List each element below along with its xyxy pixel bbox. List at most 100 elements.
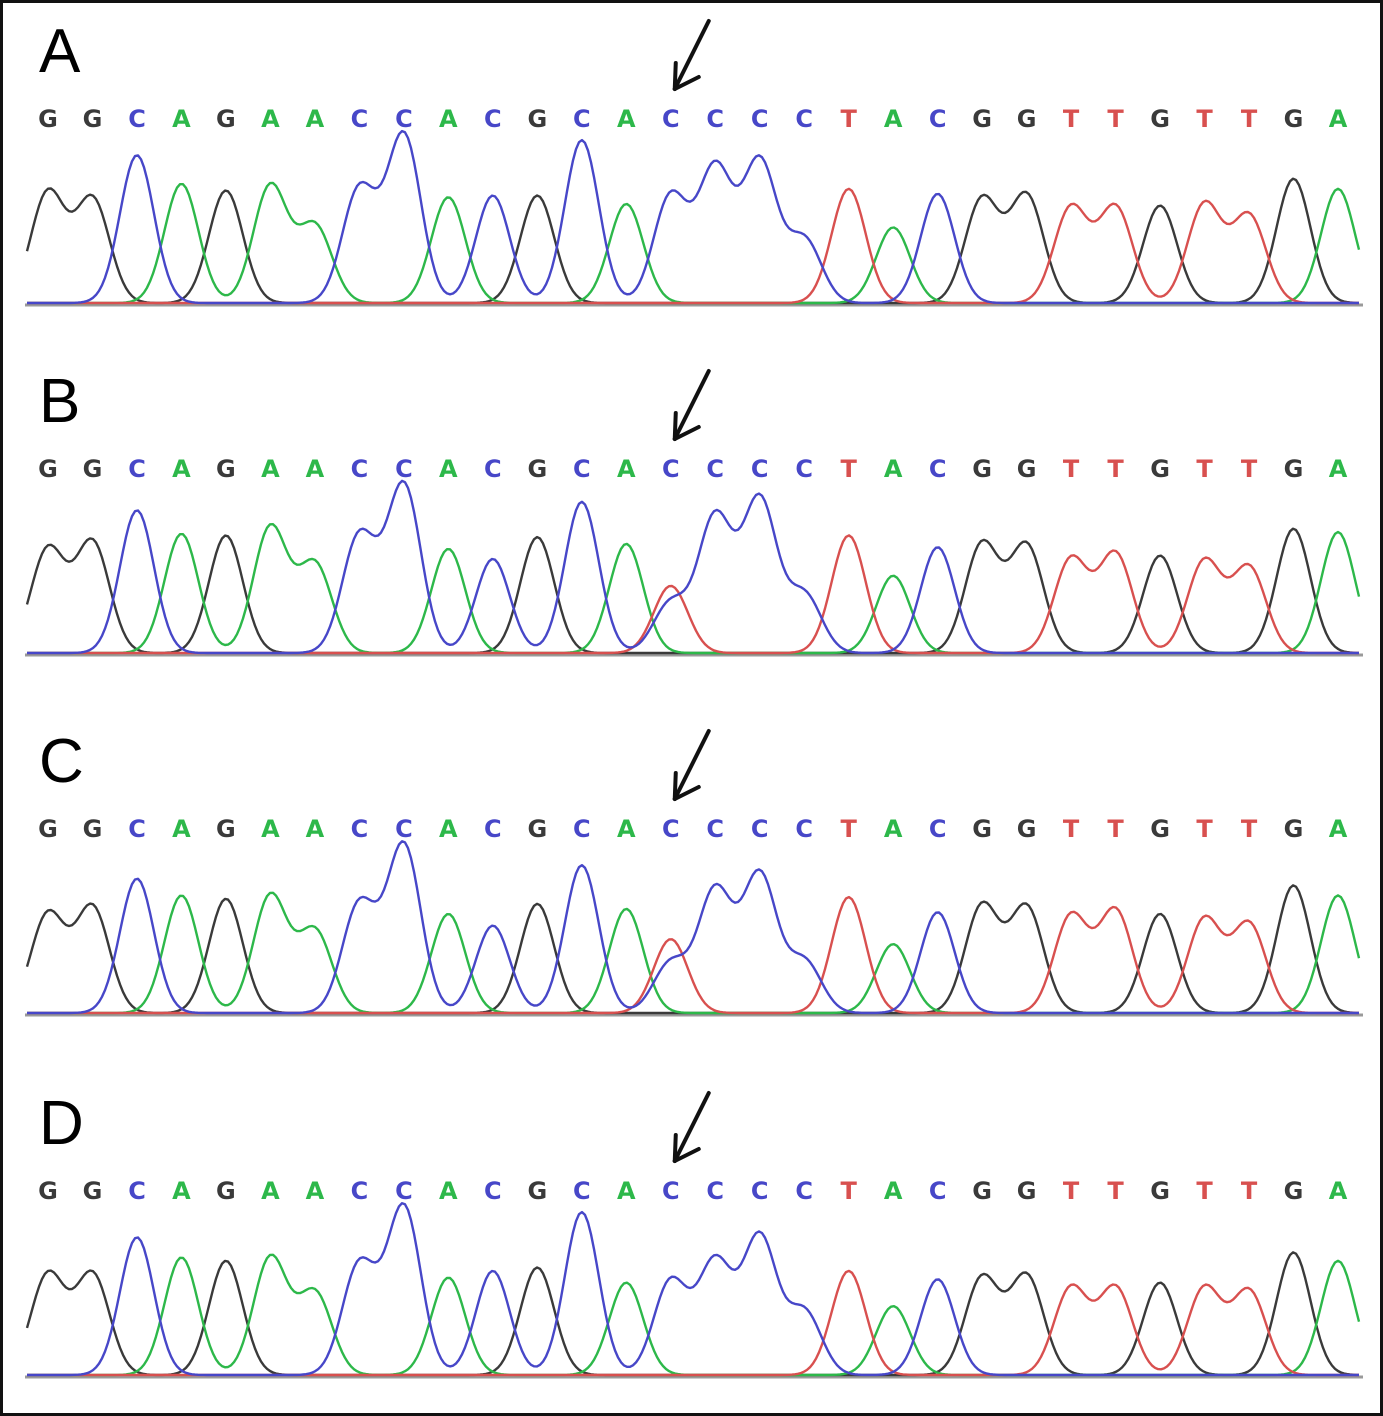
base-call-letter: A <box>1329 455 1348 483</box>
base-call-letter: G <box>38 105 58 133</box>
base-call-letter: G <box>1017 1177 1037 1205</box>
panel-label-a: A <box>39 17 81 86</box>
base-call-letter: A <box>172 455 191 483</box>
base-call-letter: G <box>216 815 236 843</box>
trace-c <box>27 840 1359 1015</box>
arrow-head-right <box>672 75 701 91</box>
arrow-shaft <box>672 729 711 801</box>
base-call-letter: T <box>1063 1177 1080 1205</box>
base-call-letter: A <box>306 105 325 133</box>
base-call-letter: C <box>128 105 146 133</box>
base-call-letter: T <box>1241 1177 1258 1205</box>
base-call-letter: C <box>573 815 591 843</box>
base-call-letter: C <box>706 1177 724 1205</box>
base-call-letter: C <box>395 1177 413 1205</box>
arrow-icon <box>672 1091 711 1163</box>
arrow-head-left <box>672 1133 678 1163</box>
base-call-letter: A <box>261 455 280 483</box>
trace-c <box>27 479 1359 655</box>
base-call-letter: T <box>841 105 858 133</box>
base-call-letter: A <box>617 105 636 133</box>
base-call-letter: A <box>439 815 458 843</box>
trace-c <box>27 1202 1359 1377</box>
base-call-letter: A <box>617 455 636 483</box>
base-call-letter: G <box>1150 815 1170 843</box>
trace-a <box>27 891 1361 1015</box>
base-call-letter: G <box>1150 455 1170 483</box>
base-call-letter: T <box>1063 455 1080 483</box>
base-call-letter: A <box>261 105 280 133</box>
base-call-letter: A <box>172 815 191 843</box>
trace-g <box>25 884 1359 1015</box>
arrow-head-right <box>672 1147 701 1163</box>
base-call-letter: T <box>1241 815 1258 843</box>
arrow-head-left <box>672 411 678 441</box>
base-call-letter: A <box>1329 1177 1348 1205</box>
base-call-letter: C <box>351 105 369 133</box>
base-call-letter: T <box>841 1177 858 1205</box>
arrow-icon <box>672 19 711 91</box>
base-call-letter: T <box>1107 455 1124 483</box>
base-call-letter: G <box>38 815 58 843</box>
base-call-letter: C <box>351 455 369 483</box>
arrow-head-left <box>672 61 678 91</box>
base-call-letter: G <box>83 455 103 483</box>
base-call-letter: C <box>351 815 369 843</box>
base-call-letter: G <box>1017 105 1037 133</box>
base-call-letter: T <box>1241 455 1258 483</box>
base-call-letter: G <box>1150 1177 1170 1205</box>
trace-t <box>27 534 1359 655</box>
base-call-letter: C <box>395 815 413 843</box>
arrow-shaft <box>672 1091 711 1163</box>
base-call-letter: C <box>662 815 680 843</box>
base-call-letter: C <box>751 455 769 483</box>
base-call-letter: C <box>795 455 813 483</box>
base-call-letter: G <box>1284 105 1304 133</box>
base-call-letter: G <box>83 105 103 133</box>
base-call-letter: T <box>1196 105 1213 133</box>
base-call-letter: A <box>617 815 636 843</box>
base-call-letter: G <box>972 815 992 843</box>
base-call-letter: T <box>1107 815 1124 843</box>
base-call-letter: C <box>929 455 947 483</box>
arrow-shaft <box>672 19 711 91</box>
base-call-letter: C <box>662 1177 680 1205</box>
base-call-letter: G <box>216 455 236 483</box>
base-call-letter: T <box>1063 105 1080 133</box>
base-call-letter: G <box>38 1177 58 1205</box>
base-call-letter: C <box>751 815 769 843</box>
base-call-letter: C <box>484 815 502 843</box>
base-call-letter: C <box>795 1177 813 1205</box>
base-call-letter: T <box>1241 105 1258 133</box>
base-call-letter: G <box>1017 815 1037 843</box>
base-call-letter: C <box>929 105 947 133</box>
base-call-letter: A <box>884 1177 903 1205</box>
base-call-letter: A <box>884 455 903 483</box>
panel-label-c: C <box>39 727 84 796</box>
base-call-letter: C <box>751 1177 769 1205</box>
base-call-letter: A <box>1329 105 1348 133</box>
base-call-letter: C <box>351 1177 369 1205</box>
base-call-letter: A <box>1329 815 1348 843</box>
trace-a <box>27 523 1361 655</box>
base-call-letter: G <box>527 105 547 133</box>
base-call-letter: G <box>527 815 547 843</box>
trace-c <box>27 129 1359 305</box>
base-call-letter: A <box>439 1177 458 1205</box>
base-call-letter: A <box>261 815 280 843</box>
base-call-letter: T <box>1196 815 1213 843</box>
base-call-letter: C <box>573 105 591 133</box>
base-call-letter: T <box>841 455 858 483</box>
base-call-letter: G <box>527 455 547 483</box>
base-call-letter: A <box>306 455 325 483</box>
base-call-letter: A <box>439 455 458 483</box>
base-call-letter: G <box>527 1177 547 1205</box>
arrow-head-left <box>672 771 678 801</box>
trace-a <box>27 1253 1361 1377</box>
base-call-letter: T <box>1107 105 1124 133</box>
